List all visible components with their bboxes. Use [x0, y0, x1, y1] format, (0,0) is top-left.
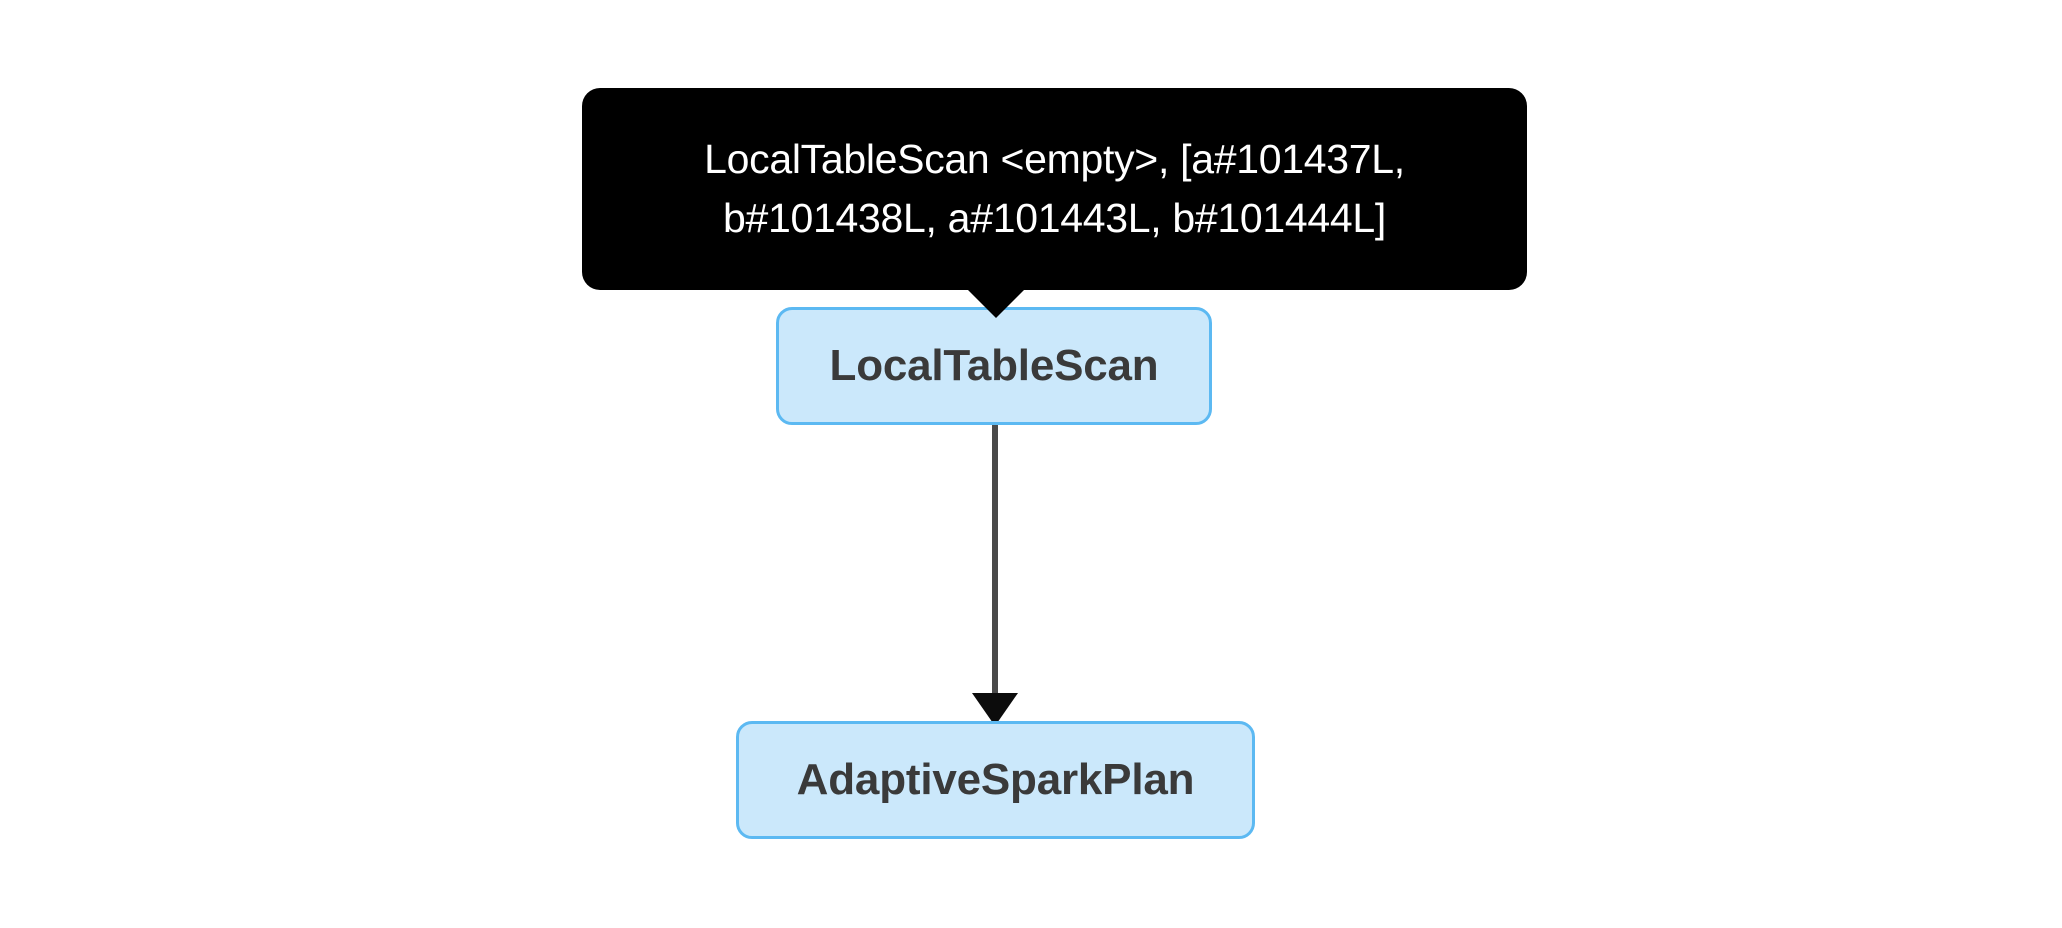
plan-node-localtablescan[interactable]: LocalTableScan: [776, 307, 1212, 425]
tooltip-text: LocalTableScan <empty>, [a#101437L, b#10…: [704, 135, 1405, 241]
edge-localtablescan-to-adaptivesparkplan: [972, 425, 1018, 726]
plan-node-adaptivesparkplan[interactable]: AdaptiveSparkPlan: [736, 721, 1255, 839]
plan-node-label: LocalTableScan: [829, 341, 1159, 390]
tooltip-pointer-icon: [967, 289, 1025, 318]
plan-node-label: AdaptiveSparkPlan: [796, 755, 1195, 804]
plan-node-tooltip: LocalTableScan <empty>, [a#101437L, b#10…: [582, 88, 1527, 290]
